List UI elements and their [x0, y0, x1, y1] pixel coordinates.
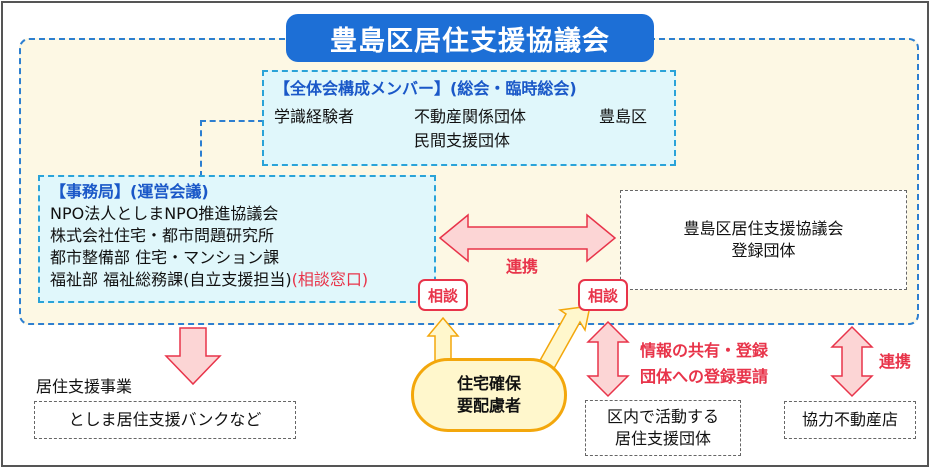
info-share-double-arrow	[586, 320, 630, 398]
cooperation-right-double-arrow	[830, 325, 874, 398]
members-row-1: 学識経験者 不動産関係団体 豊島区	[274, 106, 664, 128]
secretariat-welfare: 福祉部 福祉総務課(自立支援担当)	[50, 270, 292, 289]
local-groups-box: 区内で活動する 居住支援団体	[585, 400, 741, 456]
secretariat-line: 福祉部 福祉総務課(自立支援担当)(相談窓口)	[50, 269, 424, 291]
secretariat-box: 【事務局】(運営会議) NPO法人としまNPO推進協議会 株式会社住宅・都市問題…	[38, 175, 436, 303]
council-title: 豊島区居住支援協議会	[286, 14, 654, 62]
member-realestate: 不動産関係団体	[414, 107, 527, 126]
target-residents-oval: 住宅確保 要配慮者	[411, 358, 567, 432]
secretariat-line: 株式会社住宅・都市問題研究所	[50, 226, 275, 245]
secretariat-line: NPO法人としまNPO推進協議会	[50, 204, 279, 223]
members-heading: 【全体会構成メンバー】(総会・臨時総会)	[274, 79, 577, 98]
members-secretariat-connector	[200, 120, 264, 177]
housing-bank-box: としま居住支援バンクなど	[34, 401, 296, 439]
member-toshima-ward: 豊島区	[599, 107, 648, 126]
cooperation-double-arrow	[438, 213, 617, 263]
local-groups-line-1: 区内で活動する	[606, 407, 719, 426]
registered-line-1: 豊島区居住支援協議会	[683, 219, 844, 238]
target-line-1: 住宅確保	[456, 374, 521, 393]
partner-realestate-box: 協力不動産店	[784, 401, 916, 439]
member-private-groups: 民間支援団体	[414, 131, 511, 150]
local-groups-line-2: 居住支援団体	[614, 429, 711, 448]
consult-window-label: (相談窓口)	[291, 270, 369, 289]
registered-line-2: 登録団体	[731, 241, 796, 260]
housing-support-project-label: 居住支援事業	[36, 377, 133, 396]
info-share-label-2: 団体への登録要請	[640, 367, 769, 386]
cooperation-label-right: 連携	[879, 352, 912, 371]
down-arrow-housing-project	[164, 327, 222, 386]
consult-tag-left: 相談	[418, 279, 468, 311]
member-academic: 学識経験者	[274, 107, 355, 126]
secretariat-line: 都市整備部 住宅・マンション課	[50, 248, 280, 267]
cooperation-label-top: 連携	[506, 257, 539, 276]
members-box: 【全体会構成メンバー】(総会・臨時総会) 学識経験者 不動産関係団体 豊島区 民…	[262, 70, 676, 166]
target-line-2: 要配慮者	[456, 396, 521, 415]
registered-groups-box: 豊島区居住支援協議会 登録団体	[620, 190, 907, 290]
members-row-2: 民間支援団体	[274, 130, 664, 152]
info-share-label-1: 情報の共有・登録	[640, 341, 769, 360]
secretariat-heading: 【事務局】(運営会議)	[50, 182, 209, 201]
consult-tag-right: 相談	[578, 279, 628, 311]
